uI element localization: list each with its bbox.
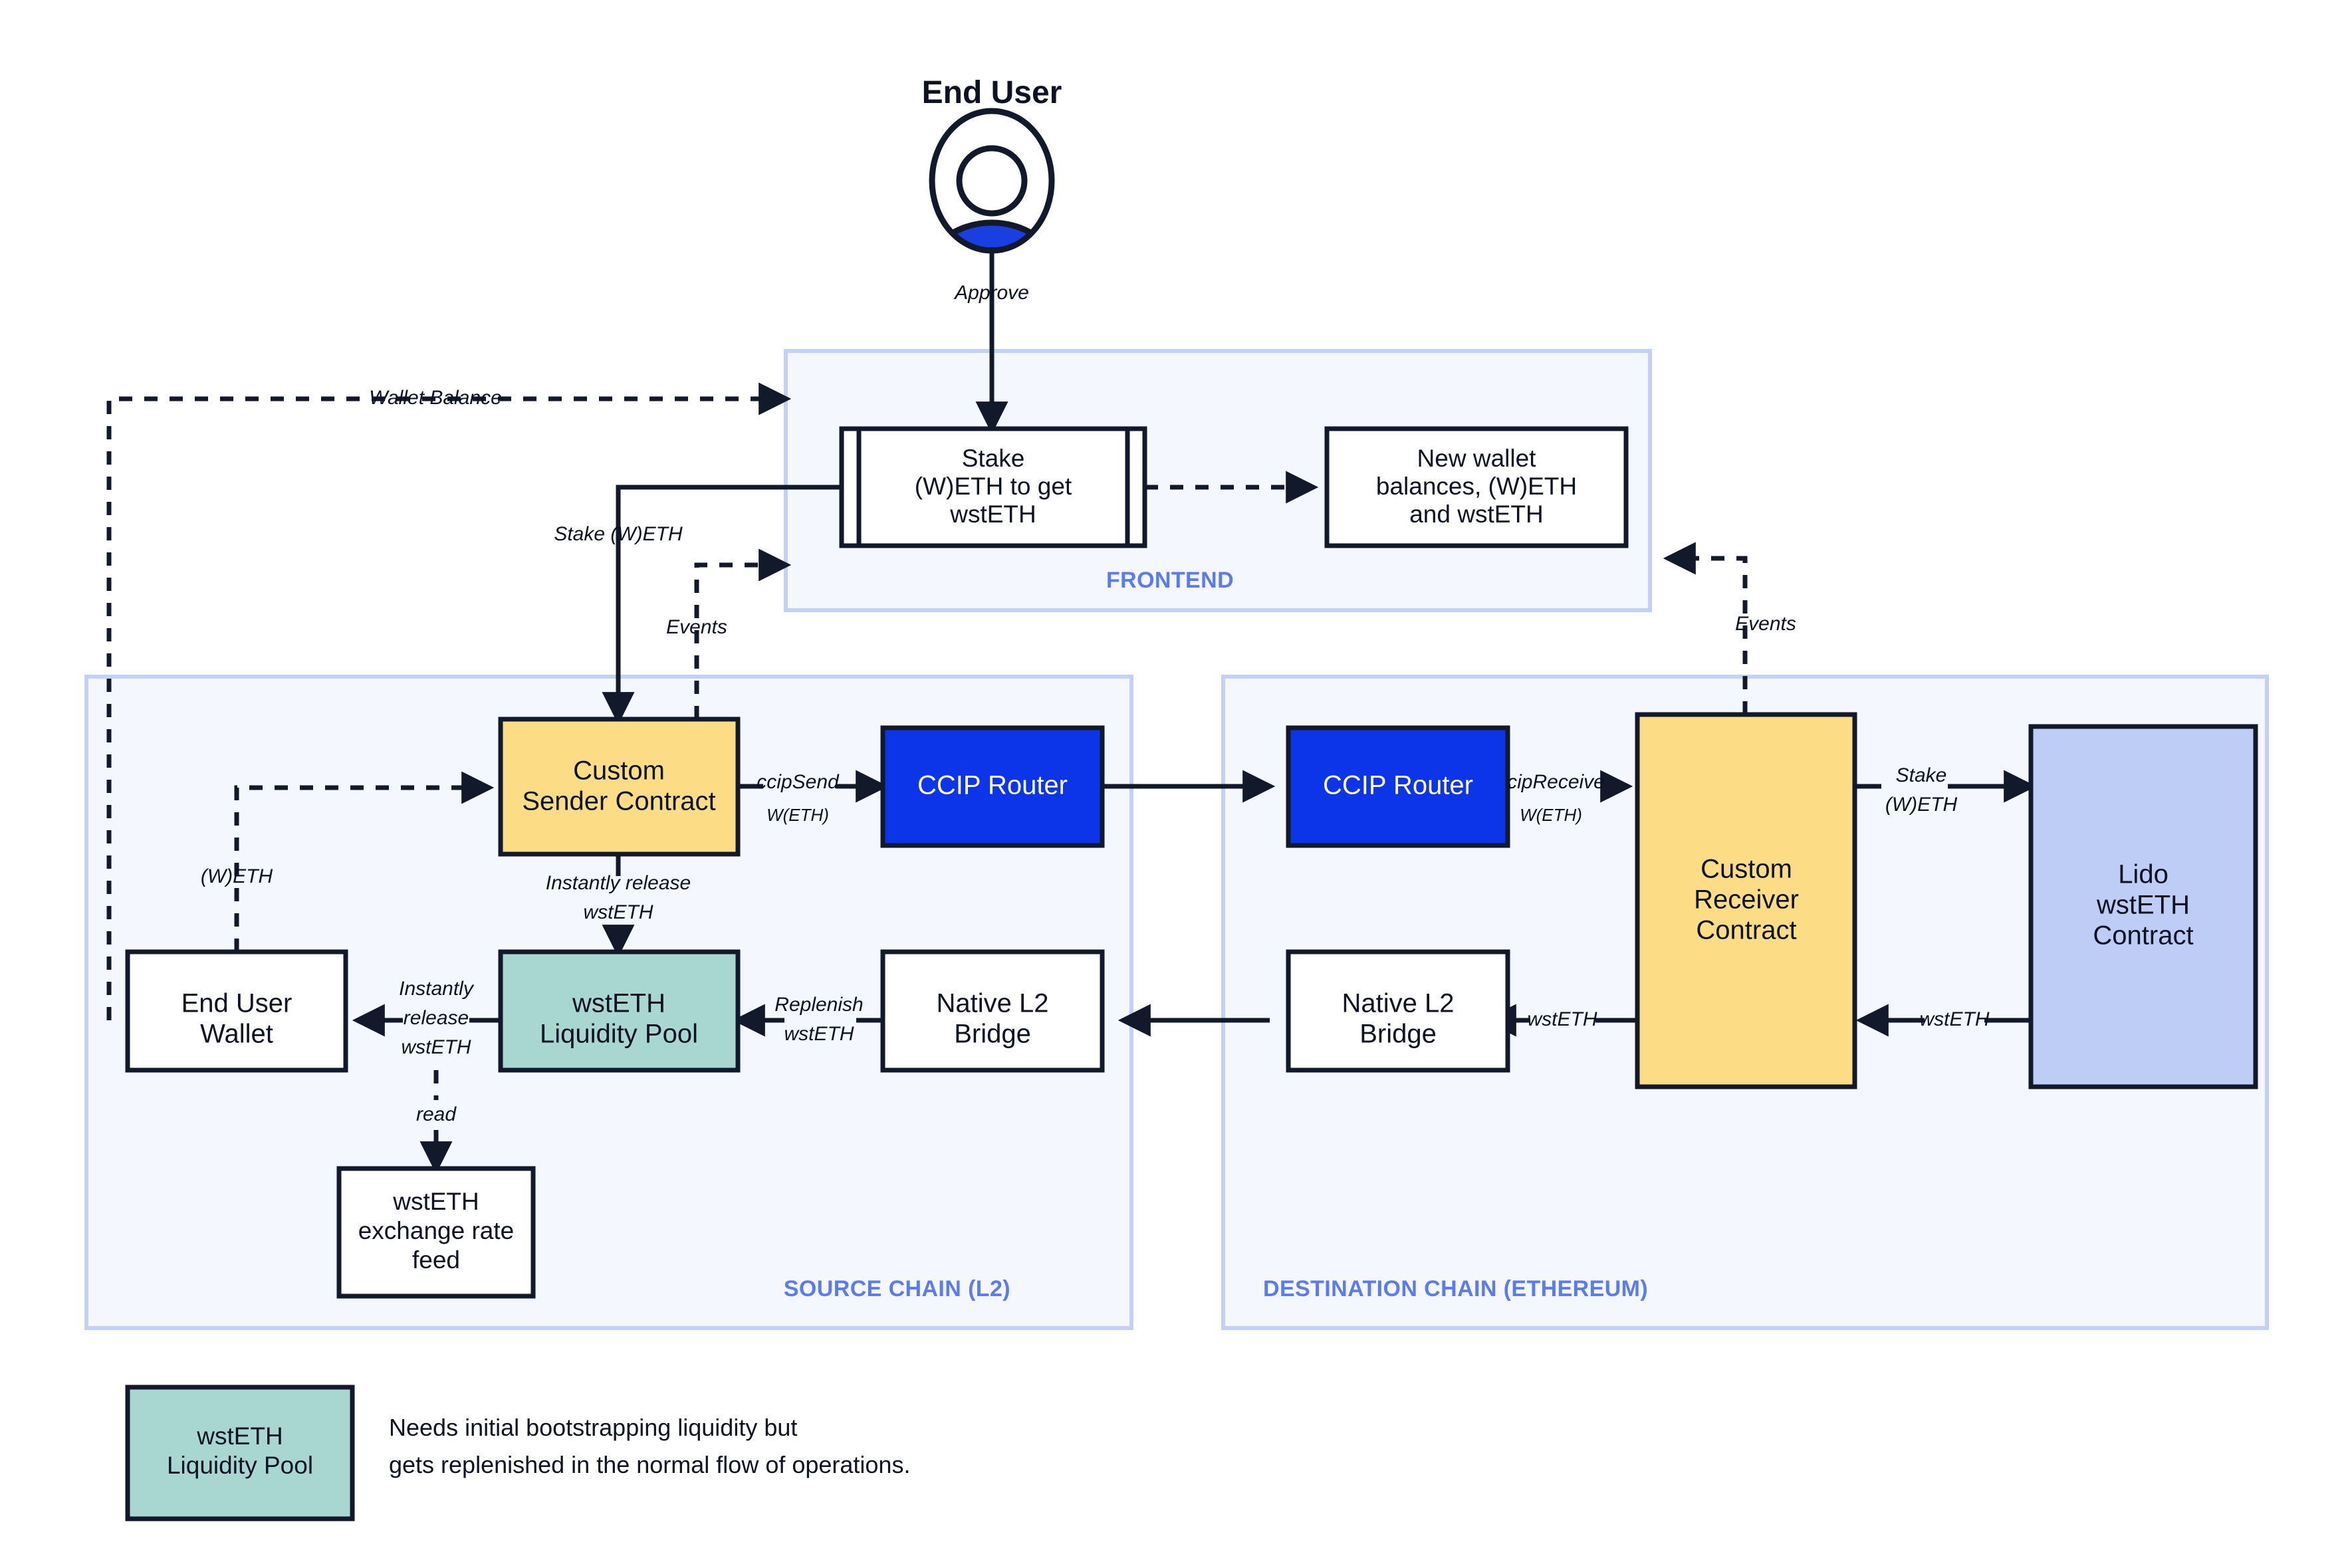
node-stake-form-line2: (W)ETH to get [915,473,1072,500]
zone-destination-chain-label: DESTINATION CHAIN (ETHEREUM) [1263,1276,1648,1301]
edge-ccip-send: ccipSend W(ETH) [738,770,889,825]
edge-stake-weth-label: Stake (W)ETH [554,523,683,545]
node-native-bridge-destination-line2: Bridge [1359,1020,1437,1049]
node-lido-contract-line2: wstETH [2096,891,2190,920]
edge-wallet-balance-label: Wallet Balance [369,387,502,409]
node-native-bridge-source-line1: Native L2 [937,989,1049,1018]
edge-ccip-send-token: W(ETH) [766,805,829,825]
node-new-balances[interactable]: New wallet balances, (W)ETH and wstETH [1324,426,1629,548]
node-lido-contract[interactable]: Lido wstETH Contract [2028,724,2258,1089]
edge-instant-release: Instantly release wstETH [546,854,691,958]
edge-wallet-balance: Wallet Balance [106,382,792,1020]
node-stake-form[interactable]: Stake (W)ETH to get wstETH [839,426,1147,548]
node-liquidity-pool[interactable]: wstETH Liquidity Pool [498,949,741,1073]
node-lido-contract-line1: Lido [2118,860,2169,889]
node-rate-feed[interactable]: wstETH exchange rate feed [336,1166,536,1299]
legend-note-line1: Needs initial bootstrapping liquidity bu… [389,1414,797,1441]
node-native-bridge-source[interactable]: Native L2 Bridge [880,949,1105,1073]
node-end-user-wallet-line1: End User [181,989,293,1018]
edge-read-rate-feed: read [416,1070,457,1175]
node-native-bridge-source-line2: Bridge [954,1020,1031,1049]
node-ccip-router-source-label: CCIP Router [917,771,1068,800]
edge-release-to-wallet: Instantly release wstETH [352,978,501,1058]
zone-frontend-label: FRONTEND [1106,568,1234,593]
edge-ccip-send-label: ccipSend [757,771,840,793]
node-end-user-wallet-line2: Wallet [200,1020,273,1049]
node-end-user-wallet[interactable]: End User Wallet [125,949,348,1073]
node-new-balances-line2: balances, (W)ETH [1376,473,1577,500]
edge-stake-dst-line2: (W)ETH [1885,794,1958,816]
edge-approve-label: Approve [953,282,1029,304]
node-receiver-contract-line3: Contract [1696,916,1796,945]
edge-events-left: Events [666,548,792,719]
legend: wstETH Liquidity Pool Needs initial boot… [125,1385,910,1521]
edge-wsteth-lido-to-receiver: wstETH [1855,1004,2031,1037]
edge-wsteth-bridge-label: wstETH [1528,1008,1597,1030]
edge-release-wallet-line1: Instantly [399,978,475,1000]
node-receiver-contract[interactable]: Custom Receiver Contract [1635,712,1857,1089]
node-new-balances-line1: New wallet [1417,445,1537,472]
edge-weth-to-sender: (W)ETH [201,771,495,952]
edge-release-wallet-line3: wstETH [402,1036,471,1058]
edge-events-right: Events [1663,542,1796,715]
edge-ccip-receive: ccipReceive W(ETH) [1489,770,1633,825]
legend-swatch-line1: wstETH [196,1422,283,1450]
edge-replenish-line1: Replenish [774,994,863,1016]
legend-swatch [125,1385,355,1521]
edge-read-label: read [416,1103,457,1125]
edge-events-right-label: Events [1735,613,1796,635]
node-receiver-contract-line1: Custom [1701,855,1792,884]
legend-swatch-line2: Liquidity Pool [167,1452,313,1479]
node-sender-contract-line2: Sender Contract [522,787,715,816]
node-ccip-router-source[interactable]: CCIP Router [880,725,1105,848]
edge-approve: Approve [953,247,1029,435]
legend-note-line2: gets replenished in the normal flow of o… [389,1451,910,1478]
node-liquidity-pool-line2: Liquidity Pool [540,1020,698,1049]
edge-instant-release-line1: Instantly release [546,872,691,894]
edge-ccip-receive-label: ccipReceive [1497,771,1605,793]
node-stake-form-line1: Stake [962,445,1025,472]
node-rate-feed-line3: feed [412,1246,460,1274]
edge-stake-dst-line1: Stake [1896,764,1947,786]
node-ccip-router-destination-label: CCIP Router [1323,771,1473,800]
edge-instant-release-line2: wstETH [584,901,653,923]
node-sender-contract-line1: Custom [573,756,665,786]
node-liquidity-pool-line1: wstETH [572,989,665,1018]
zone-source-chain-label: SOURCE CHAIN (L2) [784,1276,1010,1301]
edge-stake-weth: Stake (W)ETH [554,485,842,725]
edge-ccip-receive-token: W(ETH) [1520,805,1582,825]
node-sender-contract[interactable]: Custom Sender Contract [498,717,741,857]
edge-events-left-label: Events [666,616,727,638]
node-rate-feed-line1: wstETH [392,1188,479,1215]
edge-replenish: Replenish wstETH [732,994,883,1045]
node-receiver-contract-line2: Receiver [1694,885,1799,915]
node-lido-contract-line3: Contract [2093,921,2193,951]
node-new-balances-line3: and wstETH [1409,501,1544,528]
node-rate-feed-line2: exchange rate [358,1217,515,1244]
node-ccip-router-destination[interactable]: CCIP Router [1286,725,1510,848]
edge-weth-label: (W)ETH [201,865,273,887]
edge-replenish-line2: wstETH [784,1023,854,1045]
actor-end-user: End User [922,75,1062,254]
edge-wsteth-lido-label: wstETH [1920,1008,1990,1030]
node-native-bridge-destination-line1: Native L2 [1342,989,1455,1018]
node-stake-form-line3: wstETH [949,501,1036,528]
actor-label: End User [922,75,1062,110]
edge-stake-weth-dst: Stake (W)ETH [1855,764,2037,816]
node-native-bridge-destination[interactable]: Native L2 Bridge [1286,949,1510,1073]
edge-release-wallet-line2: release [404,1007,469,1029]
